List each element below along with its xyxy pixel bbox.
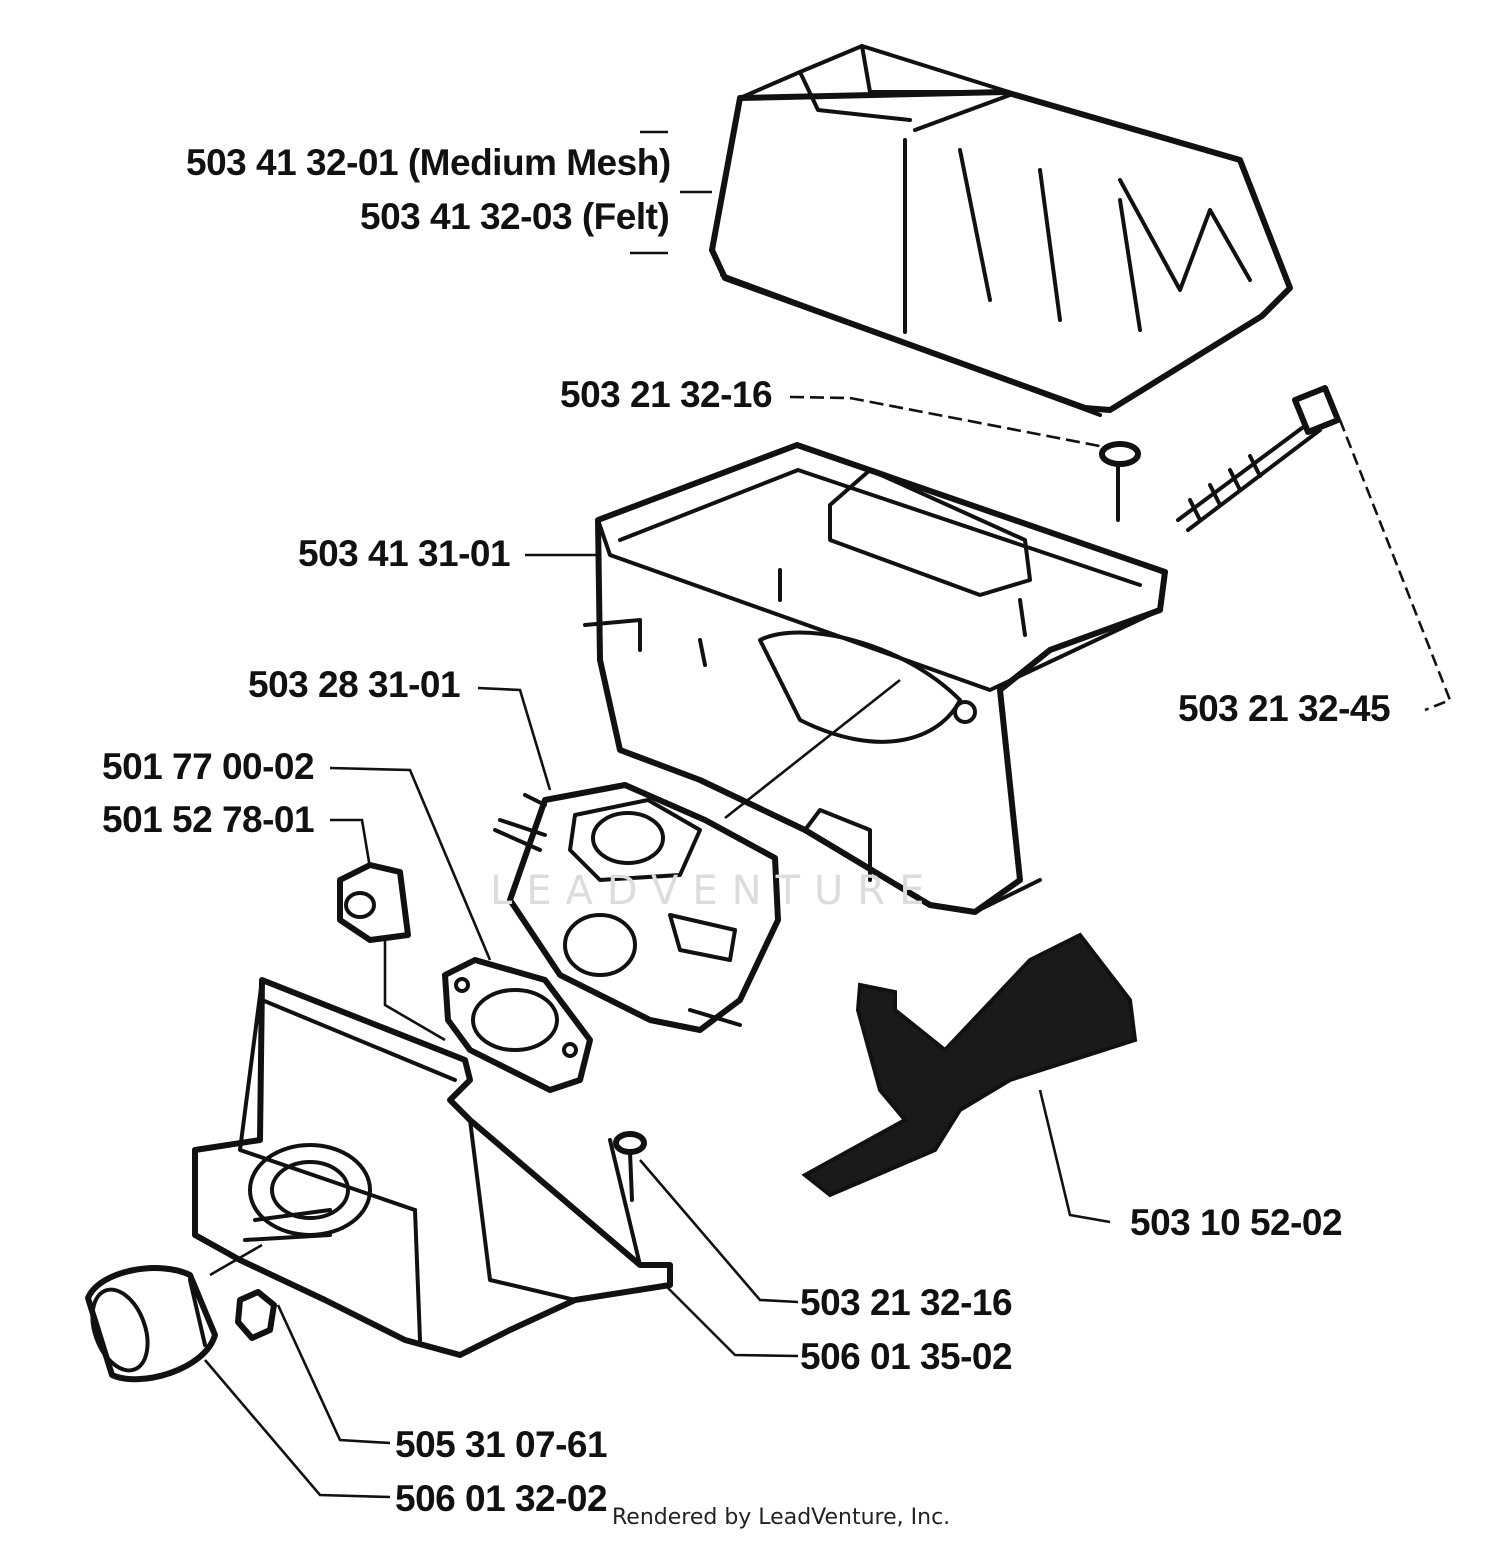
label-filter-mesh: 503 41 32-01 (Medium Mesh)	[186, 142, 671, 183]
label-nut: 505 31 07-61	[395, 1424, 608, 1465]
label-throttle: 503 10 52-02	[1130, 1202, 1343, 1243]
label-holder: 503 41 31-01	[298, 533, 511, 574]
label-screw-bottom: 503 21 32-16	[800, 1282, 1013, 1323]
gasket-part	[442, 957, 593, 1093]
nut-part	[235, 1289, 277, 1341]
carburetor-part	[493, 782, 781, 1033]
label-sleeve: 506 01 32-02	[395, 1478, 608, 1519]
label-filter-felt: 503 41 32-03 (Felt)	[360, 196, 670, 237]
label-bushing: 501 52 78-01	[102, 799, 315, 840]
watermark: LEADVENTURE	[490, 868, 939, 914]
label-bolt-long: 503 21 32-45	[1178, 688, 1391, 729]
screw-bottom-part	[613, 1131, 647, 1202]
label-screw-top: 503 21 32-16	[560, 374, 773, 415]
intake-housing-part	[192, 977, 673, 1358]
sleeve-part	[85, 1265, 218, 1383]
bushing-part	[337, 862, 411, 943]
air-filter-part	[709, 44, 1293, 417]
label-carburetor: 503 28 31-01	[248, 664, 461, 705]
leader-lines	[204, 130, 1452, 1499]
screw-top-part	[1099, 441, 1141, 522]
filter-holder-part	[583, 442, 1168, 915]
throttle-rod-part	[801, 932, 1138, 1198]
long-bolt-part	[1176, 385, 1341, 532]
label-intake: 506 01 35-02	[800, 1336, 1013, 1377]
credit-text: Rendered by LeadVenture, Inc.	[612, 1505, 951, 1530]
label-gasket: 501 77 00-02	[102, 746, 315, 787]
